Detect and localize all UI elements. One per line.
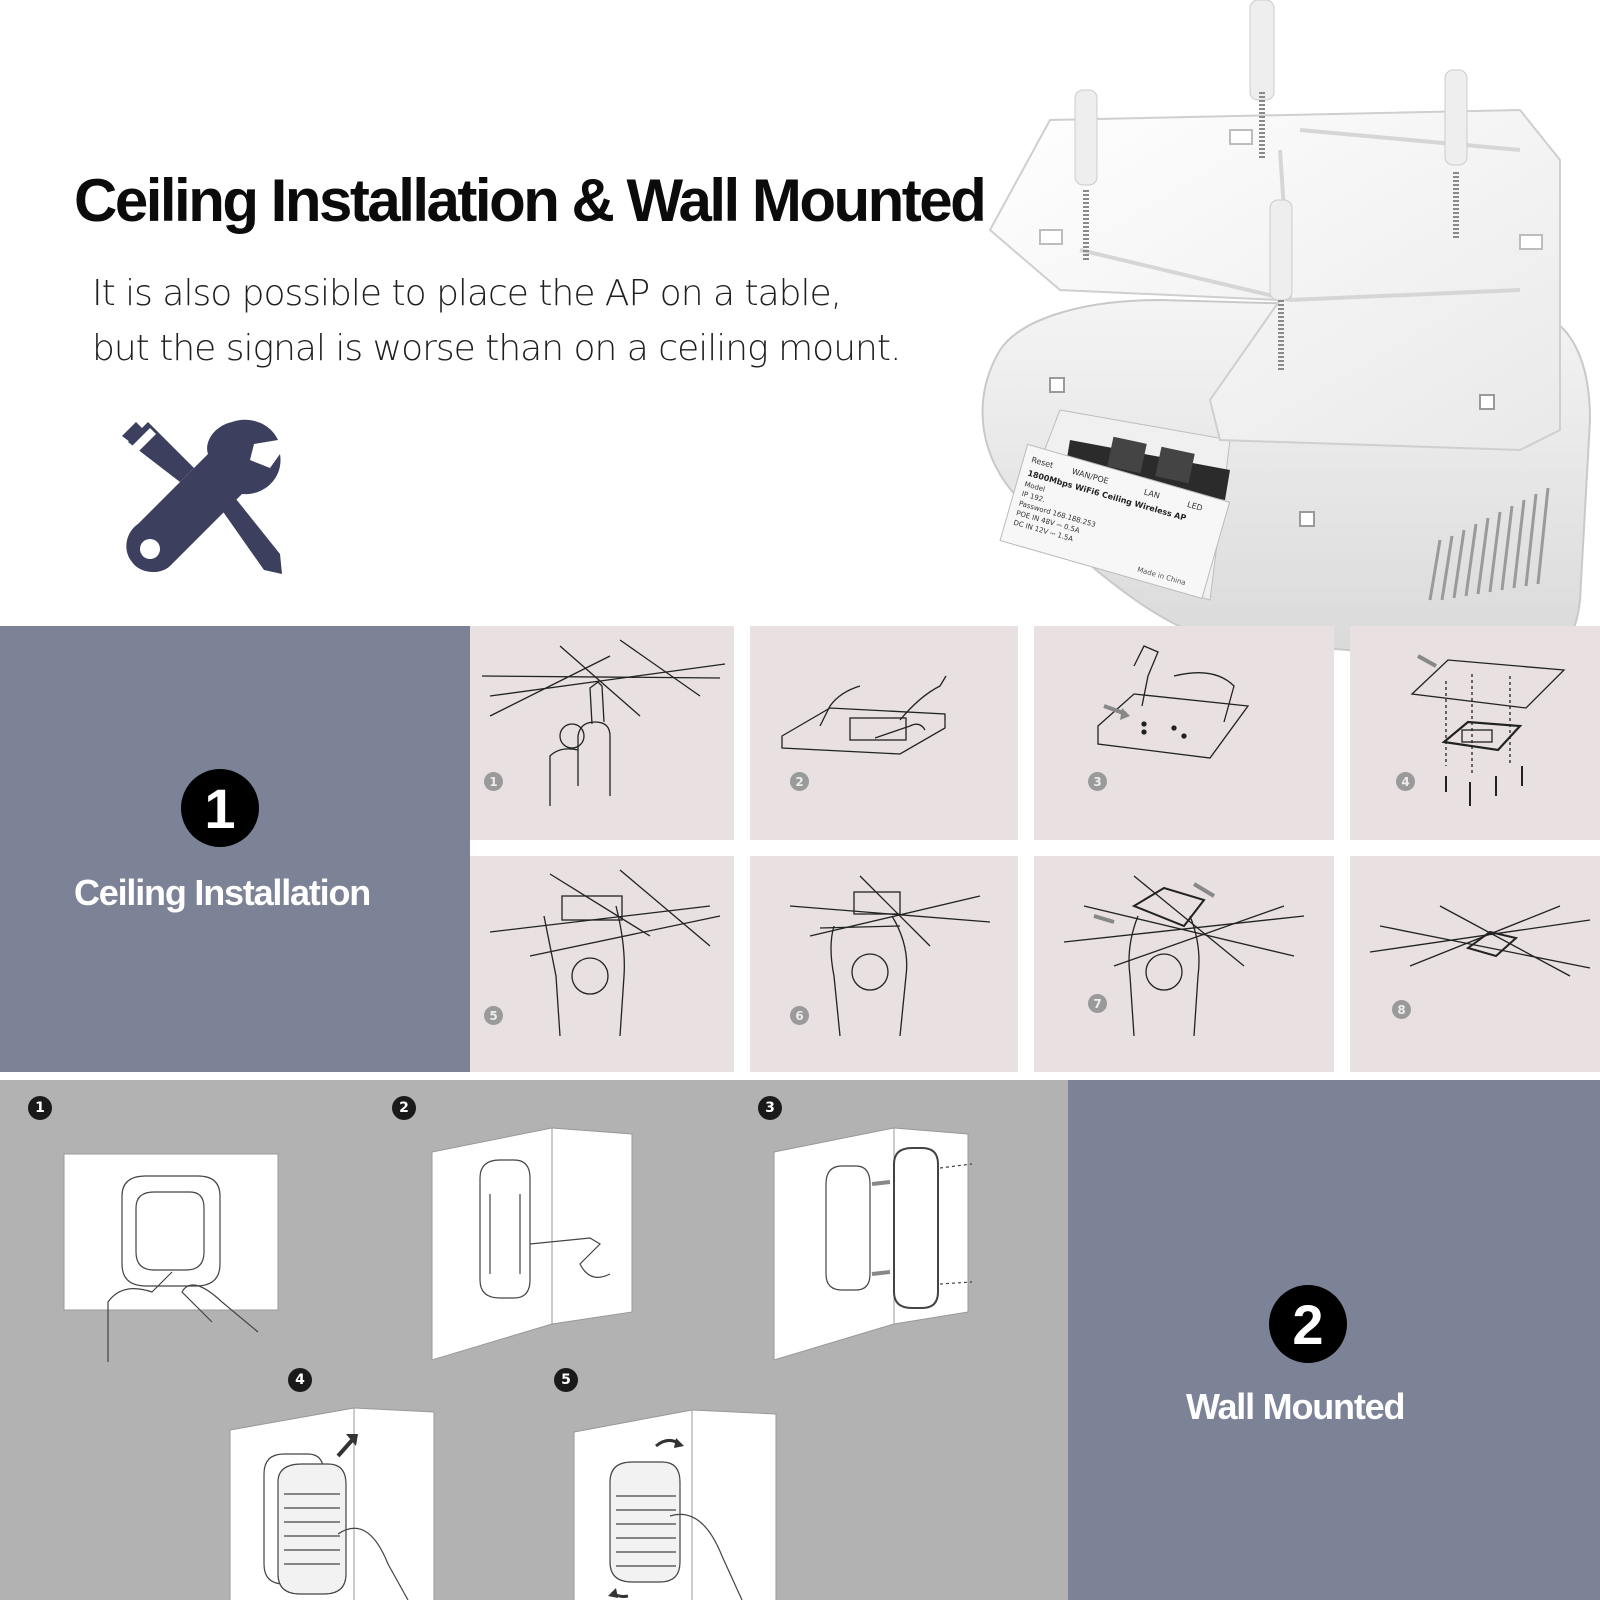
port-label-led: LED	[1186, 500, 1204, 513]
ceiling-step-num-5: 5	[484, 1006, 503, 1025]
wall-mount-steps-area: 1 2 3 4 5	[0, 1080, 1068, 1600]
wall-step-num-5: 5	[554, 1368, 578, 1392]
wall-step-num-2: 2	[392, 1096, 416, 1120]
ceiling-installation-label: Ceiling Installation	[74, 872, 371, 913]
tools-icon	[120, 414, 286, 580]
wall-step-illustration-3	[772, 1124, 992, 1368]
ceiling-installation-panel: 1 Ceiling Installation	[0, 626, 470, 1072]
wall-step-number: 2	[1269, 1285, 1347, 1363]
wall-step-illustration-4	[228, 1404, 438, 1600]
ceiling-step-tile-1: 1	[470, 626, 734, 840]
ceiling-step-num-3: 3	[1088, 772, 1107, 791]
ceiling-step-num-1: 1	[484, 772, 503, 791]
ceiling-step-num-7: 7	[1088, 994, 1107, 1013]
ceiling-step-num-4: 4	[1396, 772, 1415, 791]
wall-mounted-panel: 2 Wall Mounted	[1068, 1080, 1600, 1600]
access-point-illustration: Reset WAN/POE LAN LED 1800Mbps WiFi6 Cei…	[960, 0, 1600, 680]
wall-step-num-1: 1	[28, 1096, 52, 1120]
ceiling-step-number: 1	[181, 769, 259, 847]
ceiling-step-tile-5: 5	[470, 856, 734, 1072]
wall-step-num-3: 3	[758, 1096, 782, 1120]
ceiling-step-tile-3: 3	[1034, 626, 1334, 840]
ceiling-step-tile-7: 7	[1034, 856, 1334, 1072]
page-subtitle: It is also possible to place the AP on a…	[92, 266, 952, 376]
ceiling-step-tile-2: 2	[750, 626, 1018, 840]
wall-step-illustration-2	[430, 1124, 640, 1368]
wall-step-illustration-1	[62, 1152, 282, 1362]
ceiling-step-tile-8: 8	[1350, 856, 1600, 1072]
wall-step-num-4: 4	[288, 1368, 312, 1392]
ceiling-step-num-6: 6	[790, 1006, 809, 1025]
subtitle-line-1: It is also possible to place the AP on a…	[92, 273, 842, 314]
page-title: Ceiling Installation & Wall Mounted	[74, 167, 987, 234]
port-label-lan: LAN	[1143, 487, 1161, 500]
ceiling-step-num-8: 8	[1392, 1000, 1411, 1019]
subtitle-line-2: but the signal is worse than on a ceilin…	[92, 328, 901, 369]
ceiling-step-num-2: 2	[790, 772, 809, 791]
wall-step-illustration-5	[572, 1406, 780, 1600]
wall-mounted-label: Wall Mounted	[1186, 1386, 1405, 1427]
ceiling-step-tile-4: 4	[1350, 626, 1600, 840]
ceiling-step-tile-6: 6	[750, 856, 1018, 1072]
